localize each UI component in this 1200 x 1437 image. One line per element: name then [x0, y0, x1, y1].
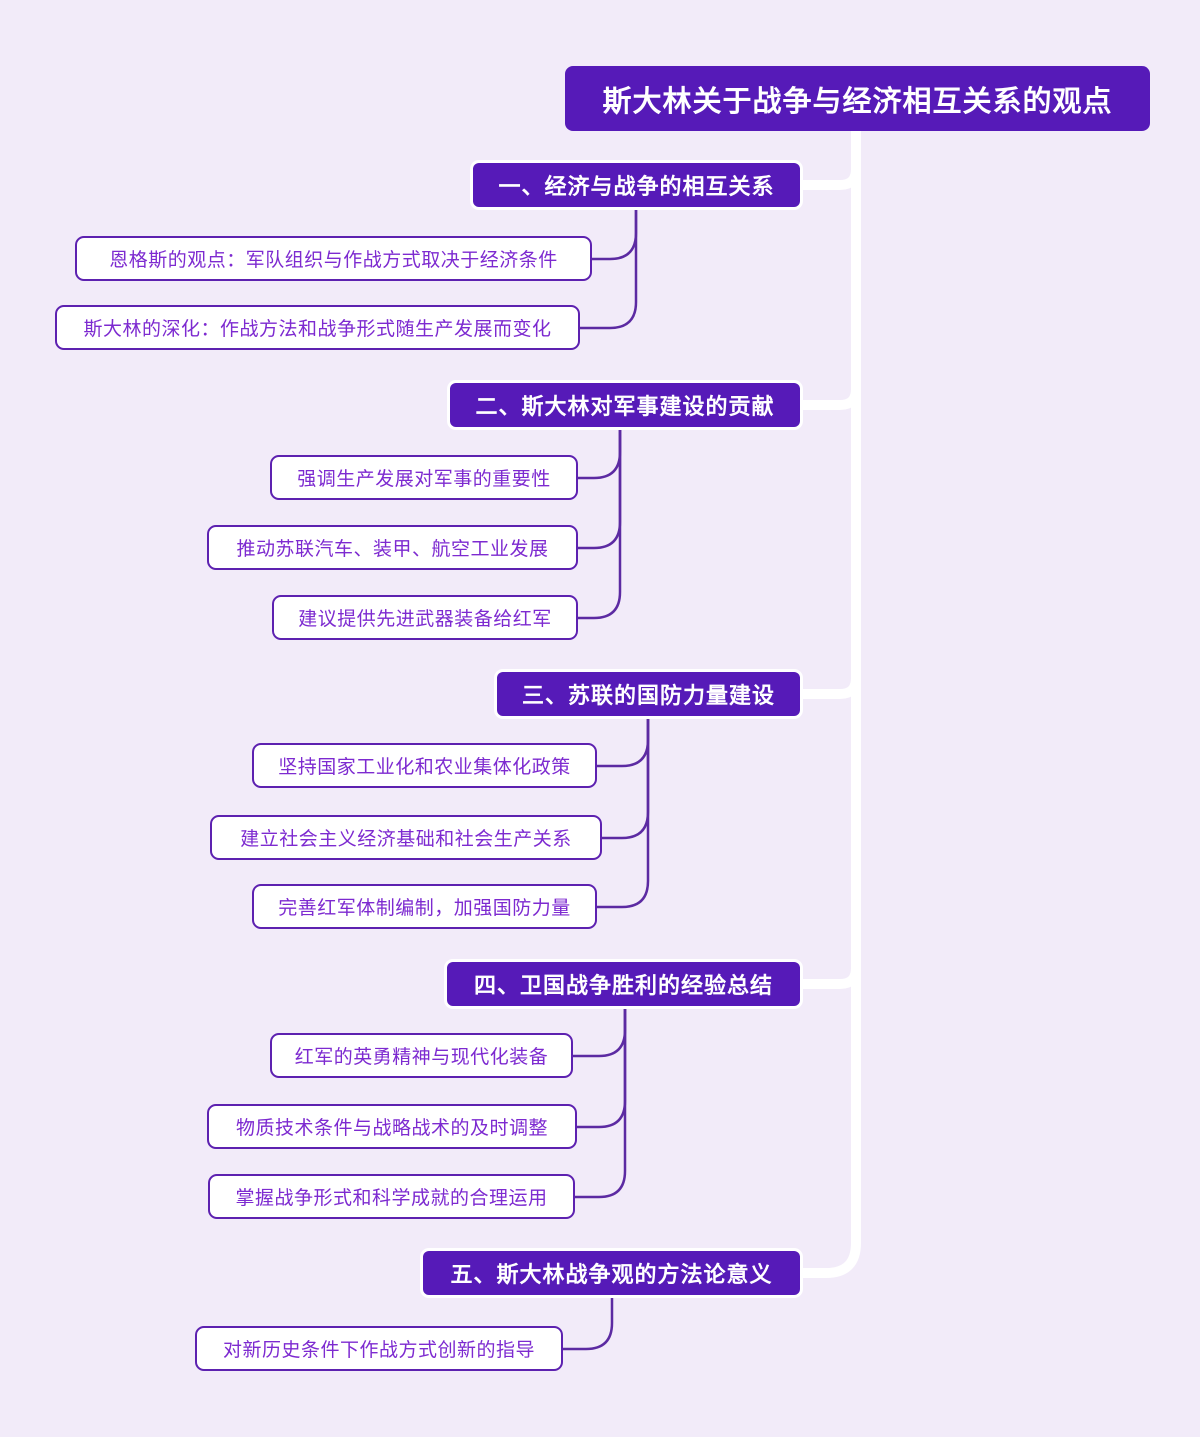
branch-4-leaf-1[interactable]: 红军的英勇精神与现代化装备: [270, 1033, 573, 1078]
branch-5-leaf-1-connector: [563, 1295, 614, 1351]
branch-1-leaf-1[interactable]: 恩格斯的观点：军队组织与作战方式取决于经济条件: [75, 236, 592, 281]
branch-4-leaf-2[interactable]: 物质技术条件与战略战术的及时调整: [207, 1104, 577, 1149]
branch-2-leaf-3[interactable]: 建议提供先进武器装备给红军: [272, 595, 578, 640]
branch-1-trunk-elbow: [800, 168, 861, 190]
branch-3-leaf-2[interactable]: 建立社会主义经济基础和社会生产关系: [210, 815, 602, 860]
branch-3-trunk-elbow: [800, 677, 861, 699]
branch-2-trunk-elbow: [800, 388, 861, 410]
root-topic[interactable]: 斯大林关于战争与经济相互关系的观点: [565, 66, 1150, 131]
branch-header-3[interactable]: 三、苏联的国防力量建设: [497, 672, 800, 716]
trunk-line: [800, 130, 861, 1278]
branch-header-4[interactable]: 四、卫国战争胜利的经验总结: [447, 962, 800, 1006]
branch-5-leaf-1[interactable]: 对新历史条件下作战方式创新的指导: [195, 1326, 563, 1371]
branch-header-2[interactable]: 二、斯大林对军事建设的贡献: [450, 383, 800, 427]
branch-1-leaf-2-connector: [580, 207, 638, 330]
branch-header-1[interactable]: 一、经济与战争的相互关系: [473, 163, 800, 207]
branch-4-leaf-3-connector: [575, 1006, 627, 1199]
branch-3-leaf-3[interactable]: 完善红军体制编制，加强国防力量: [252, 884, 597, 929]
branch-2-leaf-1[interactable]: 强调生产发展对军事的重要性: [270, 455, 578, 500]
branch-4-leaf-1-connector: [573, 1006, 627, 1058]
branch-3-leaf-1[interactable]: 坚持国家工业化和农业集体化政策: [252, 743, 597, 788]
branch-3-leaf-2-connector: [602, 716, 650, 840]
branch-3-leaf-3-connector: [597, 716, 650, 909]
branch-2-leaf-2[interactable]: 推动苏联汽车、装甲、航空工业发展: [207, 525, 578, 570]
branch-3-leaf-1-connector: [597, 716, 650, 768]
branch-header-5[interactable]: 五、斯大林战争观的方法论意义: [423, 1251, 800, 1295]
branch-1-leaf-2[interactable]: 斯大林的深化：作战方法和战争形式随生产发展而变化: [55, 305, 580, 350]
branch-2-leaf-1-connector: [578, 427, 622, 480]
branch-2-leaf-3-connector: [578, 427, 622, 620]
branch-2-leaf-2-connector: [578, 427, 622, 550]
branch-4-leaf-3[interactable]: 掌握战争形式和科学成就的合理运用: [208, 1174, 575, 1219]
branch-1-leaf-1-connector: [592, 207, 638, 261]
branch-4-leaf-2-connector: [577, 1006, 627, 1129]
branch-4-trunk-elbow: [800, 967, 861, 989]
